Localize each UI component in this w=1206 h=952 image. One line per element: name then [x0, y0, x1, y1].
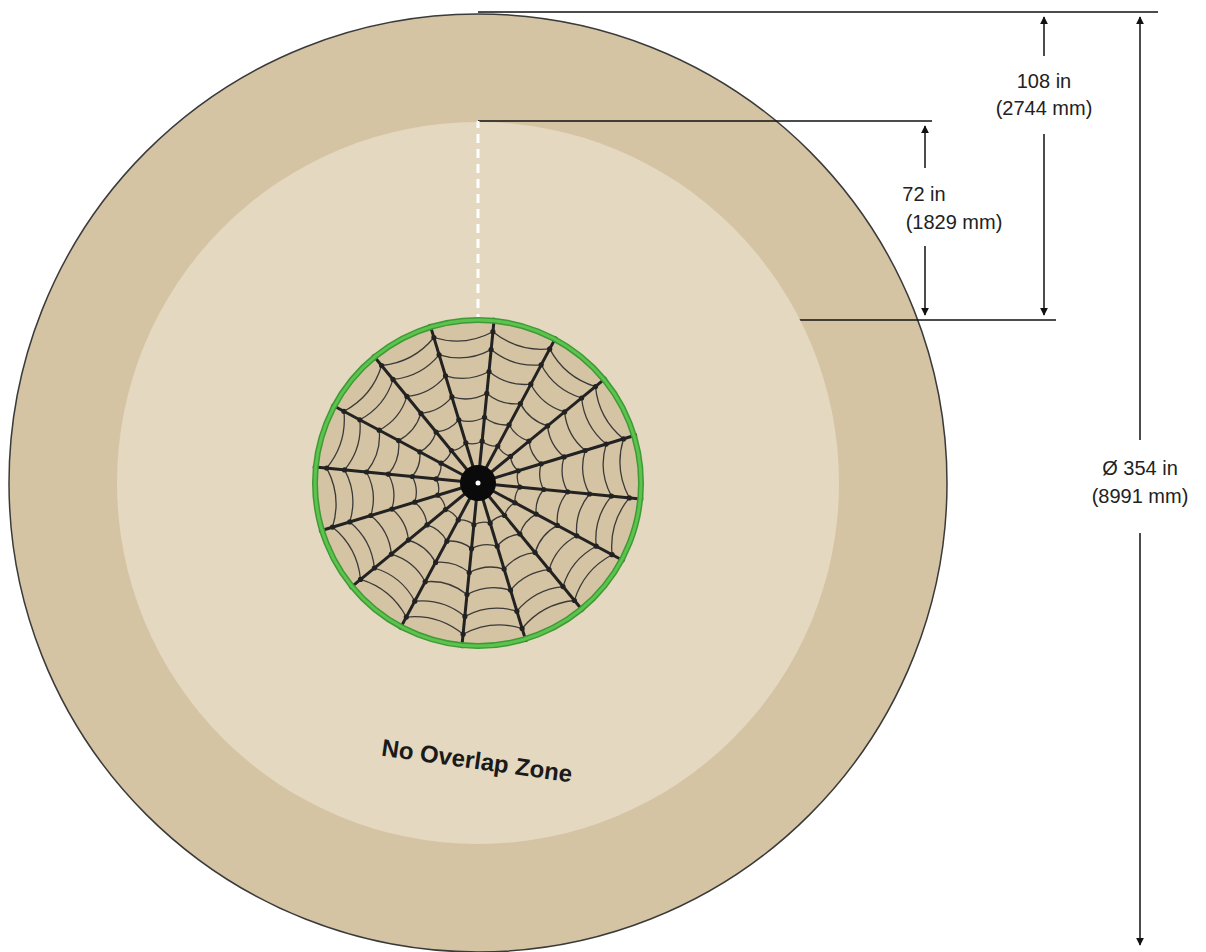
- no-overlap-zone: No Overlap Zone: [116, 121, 840, 845]
- dimension-label: 72 in: [902, 182, 945, 206]
- dimension-label: 108 in: [1017, 69, 1072, 93]
- spider-web-net: [313, 318, 643, 648]
- dimension-label: (2744 mm): [996, 96, 1093, 120]
- dimension-label: Ø 354 in: [1102, 456, 1178, 480]
- zone-circle: [116, 121, 840, 845]
- dimension-label: (8991 mm): [1092, 484, 1189, 508]
- use-zone-circle: [9, 14, 947, 952]
- dimension-label: (1829 mm): [906, 210, 1003, 234]
